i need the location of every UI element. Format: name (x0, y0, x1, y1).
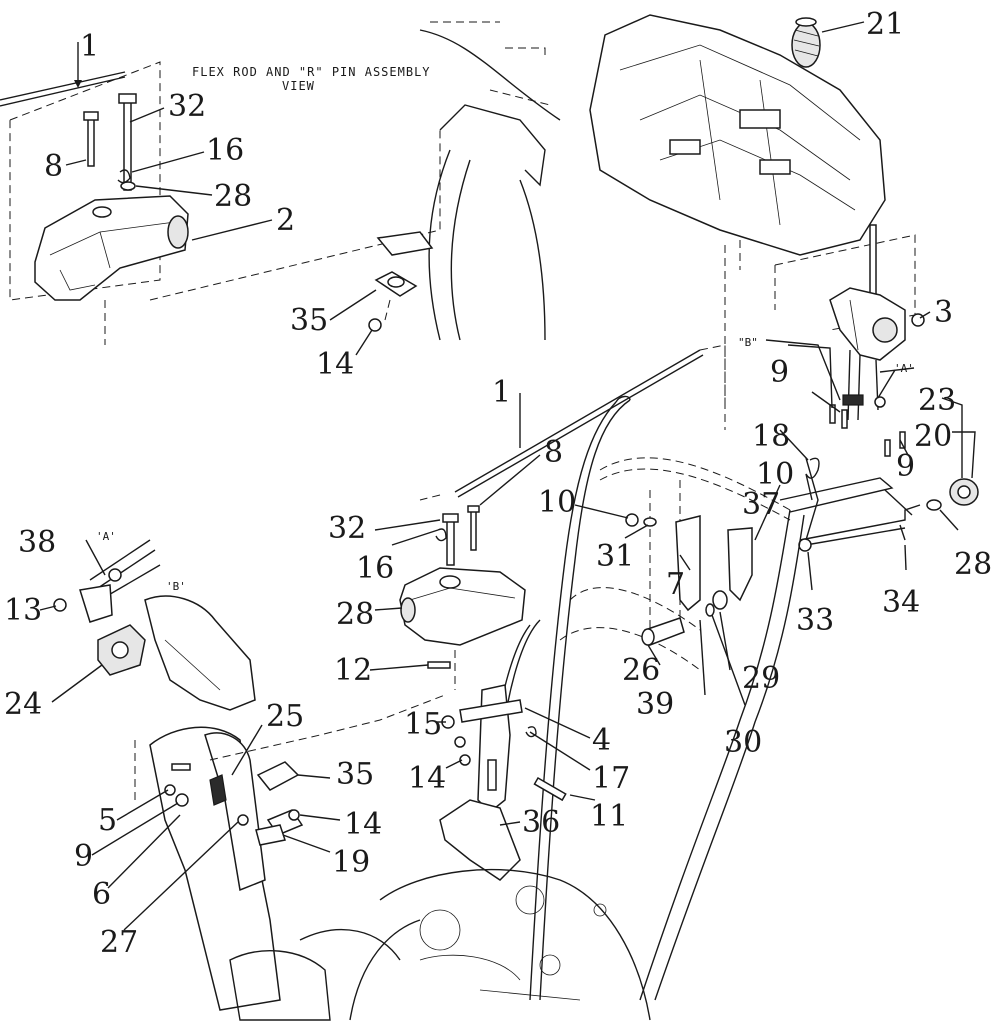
cable-mark-a-left: 'A' (96, 530, 116, 543)
shift-knob (791, 17, 821, 68)
callout-25: 25 (266, 699, 304, 734)
callout-4: 4 (592, 723, 611, 758)
assembly-view-note-line1: FLEX ROD AND "R" PIN ASSEMBLY (192, 65, 431, 79)
callout-9a: 9 (770, 355, 789, 390)
callout-24: 24 (4, 687, 42, 722)
callout-39: 39 (636, 687, 674, 722)
callout-14-mid: 14 (408, 761, 446, 796)
callout-28-mid: 28 (336, 597, 374, 632)
callout-8-mid: 8 (544, 435, 563, 470)
flex-rod (0, 71, 126, 101)
callout-labels: 1 32 8 16 28 2 35 14 21 3 9 23 20 9 18 1… (4, 7, 992, 960)
hairpin-clip (805, 457, 820, 501)
callout-35-top: 35 (290, 303, 328, 338)
flex-rod-housing (34, 195, 189, 301)
callout-12: 12 (334, 653, 372, 688)
callout-2: 2 (276, 203, 295, 238)
callout-16-mid: 16 (356, 551, 394, 586)
callout-32-top: 32 (168, 89, 206, 124)
callout-9-left: 9 (74, 839, 93, 874)
chute-bracket-top (368, 21, 561, 341)
washer (120, 181, 136, 191)
callout-10-right: 10 (756, 457, 794, 492)
callout-14-top: 14 (316, 347, 354, 382)
chute-deflector (144, 595, 256, 711)
engine-body (349, 868, 651, 1021)
callout-16-top: 16 (206, 133, 244, 168)
flex-rod-middle (454, 349, 701, 493)
callout-29: 29 (742, 661, 780, 696)
callout-30: 30 (724, 725, 762, 760)
callout-17: 17 (592, 761, 630, 796)
callout-14-low: 14 (344, 807, 382, 842)
crank-parts (779, 477, 979, 552)
nut (368, 318, 382, 332)
callout-6: 6 (92, 877, 111, 912)
nut-13 (53, 598, 67, 612)
cable-mark-b-right: "B" (738, 336, 758, 349)
shift-lever-assembly (774, 224, 925, 421)
callout-34: 34 (882, 585, 920, 620)
callout-11: 11 (590, 799, 628, 834)
chute-rotator (53, 539, 161, 676)
callout-15: 15 (404, 707, 442, 742)
bolt-11 (533, 776, 567, 802)
crank-rod (799, 504, 921, 541)
assembly-view-note-line2: VIEW (282, 79, 315, 93)
dash-console (589, 14, 886, 430)
bracket-37 (727, 527, 753, 602)
callout-35-low: 35 (336, 757, 374, 792)
callout-20: 20 (914, 419, 952, 454)
flex-rod-housing-middle (399, 567, 526, 690)
callout-28-right: 28 (954, 547, 992, 582)
callout-37: 37 (742, 487, 780, 522)
callout-7: 7 (666, 567, 685, 602)
callout-18: 18 (752, 419, 790, 454)
callout-8-top: 8 (44, 149, 63, 184)
callout-19: 19 (332, 845, 370, 880)
cable-mark-a-right: 'A' (894, 362, 914, 375)
pin-12 (427, 661, 451, 669)
bracket-7 (675, 515, 701, 612)
callout-31: 31 (596, 539, 634, 574)
flex-rod-inset (0, 61, 441, 345)
callout-1-mid: 1 (492, 375, 511, 410)
callout-32-mid: 32 (328, 511, 366, 546)
callout-5: 5 (98, 803, 117, 838)
bolt (87, 117, 95, 167)
handle-frame (491, 395, 805, 1001)
callout-38: 38 (18, 525, 56, 560)
callout-23: 23 (918, 383, 956, 418)
callout-1-top: 1 (80, 29, 99, 64)
callout-21: 21 (866, 7, 904, 42)
leader-lines (39, 21, 976, 931)
callout-13: 13 (4, 593, 42, 628)
r-pin (117, 169, 131, 184)
discharge-chute (149, 726, 401, 1021)
callout-9b: 9 (896, 449, 915, 484)
callout-26: 26 (622, 653, 660, 688)
callout-10-mid: 10 (538, 485, 576, 520)
callout-28-top: 28 (214, 179, 252, 214)
callout-3: 3 (934, 295, 953, 330)
callout-33: 33 (796, 603, 834, 638)
callout-36: 36 (522, 805, 560, 840)
cable-mark-b-left: 'B' (166, 580, 186, 593)
crank-washer (926, 499, 942, 511)
chute-support-post (439, 684, 523, 881)
callout-27: 27 (100, 925, 138, 960)
